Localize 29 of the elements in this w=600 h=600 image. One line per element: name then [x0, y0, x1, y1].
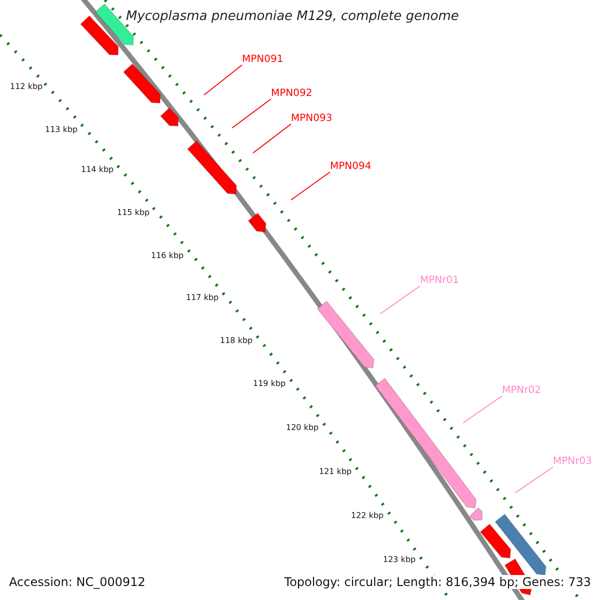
- leader-line: [232, 98, 272, 128]
- tick-label: 120 kbp: [286, 423, 319, 432]
- gene-label: MPNr01: [420, 275, 459, 286]
- leader-line: [290, 172, 330, 200]
- gene-label: MPN093: [291, 113, 332, 124]
- leader-line: [462, 396, 502, 424]
- title: Mycoplasma pneumoniae M129, complete genome: [126, 9, 459, 24]
- leader-line: [204, 64, 242, 96]
- tick-label: 119 kbp: [253, 379, 286, 388]
- leader-line: [252, 124, 292, 154]
- tick-label: 116 kbp: [151, 251, 184, 260]
- tick-label: 113 kbp: [45, 125, 78, 134]
- gene-label: MPN092: [271, 88, 312, 99]
- tick-label: 118 kbp: [220, 336, 253, 345]
- leader-line: [514, 466, 554, 494]
- tick-label: 121 kbp: [319, 467, 352, 476]
- gene-label: MPNr02: [502, 385, 541, 396]
- tick-label: 122 kbp: [351, 511, 384, 520]
- tick-label: 123 kbp: [383, 555, 416, 564]
- tick-label: 117 kbp: [186, 293, 219, 302]
- gene-label: MPNr03: [553, 456, 592, 467]
- tick-label: 114 kbp: [81, 165, 114, 174]
- gene-label: MPN094: [330, 161, 372, 172]
- footer-text: Topology: circular; Length: 816,394 bp; Genes: 733: [284, 575, 591, 589]
- tick-label: 115 kbp: [117, 208, 150, 217]
- leader-line: [380, 286, 420, 314]
- tick-label: 112 kbp: [10, 82, 43, 91]
- gene-label: MPN091: [242, 54, 284, 65]
- footer-text: Accession: NC_000912: [9, 575, 146, 589]
